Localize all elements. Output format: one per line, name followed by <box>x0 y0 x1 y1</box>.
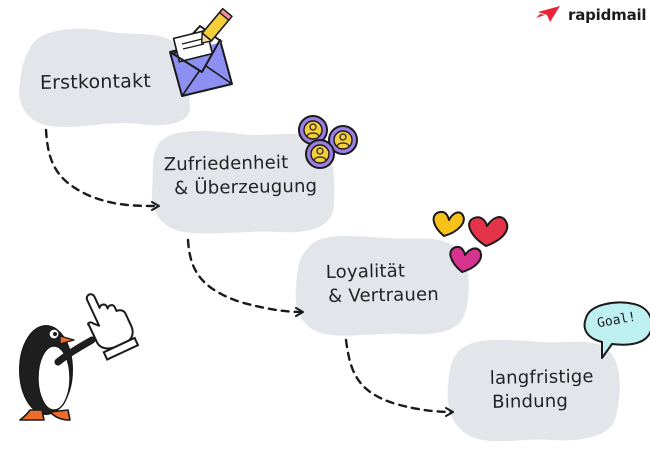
step-label-line: & Vertrauen <box>328 284 440 308</box>
arrow-step1-to-step2 <box>44 128 160 211</box>
step-label-line: Zufriedenheit <box>163 152 289 176</box>
step-label-line: & Überzeugung <box>174 175 318 200</box>
goal-speech-bubble-icon <box>583 301 650 359</box>
step-blob-loyalitaet <box>295 236 469 336</box>
step-blob-zufriedenheit <box>151 131 335 234</box>
step-label-line: Erstkontakt <box>39 70 152 94</box>
brand-name: rapidmail <box>568 6 647 24</box>
people-group-icon <box>298 115 358 169</box>
rapidmail-logo-mark-icon <box>536 6 560 22</box>
envelope-with-pencil-icon <box>169 7 233 97</box>
step-label-loyalitaet: Loyalität & Vertrauen <box>326 259 440 310</box>
step-label-erstkontakt: Erstkontakt <box>40 69 151 97</box>
penguin-mascot-icon <box>19 325 96 421</box>
hearts-icon <box>432 210 509 273</box>
arrow-step3-to-step4 <box>344 338 454 417</box>
step-blob-erstkontakt <box>19 28 191 127</box>
step-label-line: Bindung <box>492 390 569 414</box>
step-label-bindung: langfristige Bindung <box>490 365 595 415</box>
step-blob-bindung <box>447 339 620 442</box>
step-label-line: Loyalität <box>325 260 406 283</box>
step-label-line: langfristige <box>489 366 594 389</box>
arrow-step2-to-step3 <box>186 238 304 317</box>
pointing-hand-icon <box>85 293 140 361</box>
step-label-zufriedenheit: Zufriedenheit & Überzeugung <box>164 151 318 202</box>
brand-logo: rapidmail <box>536 4 647 26</box>
